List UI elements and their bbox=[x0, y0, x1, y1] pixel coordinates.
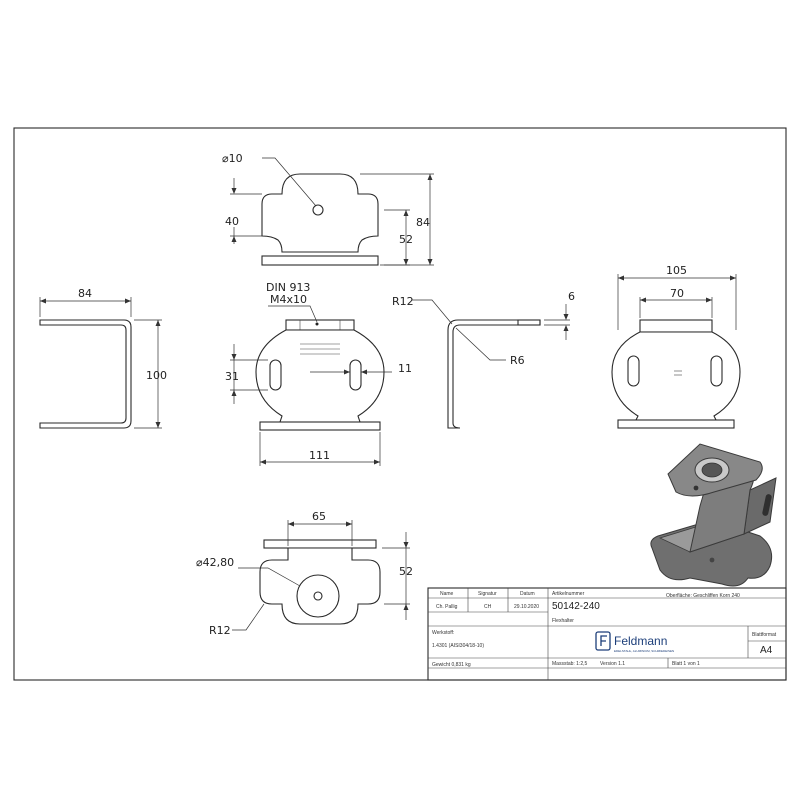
header-signature: Signatur bbox=[478, 591, 497, 597]
set-screw-mark bbox=[315, 322, 319, 326]
tb-format: A4 bbox=[760, 645, 773, 656]
header-date: Datum bbox=[520, 591, 535, 597]
dim-52-top: 52 bbox=[399, 233, 413, 246]
dim52-arrows bbox=[403, 210, 409, 265]
right-base bbox=[617, 419, 735, 429]
tb-weight: Gewicht 0,831 kg bbox=[432, 662, 471, 668]
dim-r12-bottom: R12 bbox=[209, 624, 231, 637]
dim-52-bottom: 52 bbox=[399, 565, 413, 578]
bottom-outline bbox=[259, 547, 381, 625]
r12-bottom-leader bbox=[232, 603, 265, 631]
dim-dia10: ⌀10 bbox=[222, 152, 243, 165]
right-slot-right bbox=[710, 355, 723, 387]
dim84-lines bbox=[360, 173, 434, 266]
dim6-lines bbox=[544, 304, 570, 340]
bottom-top-base bbox=[263, 539, 377, 549]
tb-surface: Oberfläche: Geschliffen Korn 240 bbox=[666, 593, 740, 599]
dim-105: 105 bbox=[666, 264, 687, 277]
iso-base-hole bbox=[709, 557, 715, 563]
title-block-frame bbox=[427, 587, 787, 681]
tb-format-label: Blattformat bbox=[752, 632, 777, 638]
r6-leader bbox=[455, 327, 506, 361]
tb-material: 1.4301 (AISI304/18-10) bbox=[432, 643, 484, 649]
dim40-lines bbox=[230, 178, 262, 244]
dim-84-top: 84 bbox=[416, 216, 430, 229]
dim70-lines bbox=[639, 297, 713, 318]
dim-40: 40 bbox=[225, 215, 239, 228]
dim84-left-lines bbox=[39, 297, 132, 317]
dim6-arrows bbox=[563, 314, 569, 331]
dim-65: 65 bbox=[312, 510, 326, 523]
dim-100: 100 bbox=[146, 369, 167, 382]
bottom-hole bbox=[313, 591, 323, 601]
right-slot-left bbox=[627, 355, 640, 387]
feldmann-logo: Feldmann EDELSTAHL, ALUMINIUM, SCHMIEDEI… bbox=[595, 631, 674, 653]
front-slot-left bbox=[269, 359, 282, 391]
dim100-lines bbox=[134, 319, 162, 429]
top-view-outline bbox=[261, 173, 379, 253]
front-base bbox=[259, 421, 381, 431]
right-body bbox=[611, 331, 741, 421]
isometric-view bbox=[650, 443, 777, 587]
dia-leader bbox=[262, 157, 317, 207]
top-view-hole bbox=[312, 204, 324, 216]
iso-screw bbox=[693, 485, 699, 491]
right-view: 105 70 bbox=[611, 264, 741, 429]
tb-sheet: Blatt 1 von 1 bbox=[672, 661, 700, 667]
tb-scale: Massstab: 1:2,5 bbox=[552, 661, 588, 667]
dia42-leader bbox=[238, 567, 301, 587]
side-profile bbox=[447, 319, 541, 429]
din-label-2: M4x10 bbox=[270, 293, 307, 306]
logo-subtext: EDELSTAHL, ALUMINIUM, SCHMIEDEISEN bbox=[614, 649, 674, 653]
side-view: R12 R6 6 bbox=[392, 290, 575, 429]
dim11-arrows bbox=[344, 369, 367, 375]
dim-dia4280: ⌀42,80 bbox=[196, 556, 234, 569]
dim-111: 111 bbox=[309, 449, 330, 462]
dim-31: 31 bbox=[225, 370, 239, 383]
dim-70: 70 bbox=[670, 287, 684, 300]
header-name: Name bbox=[440, 591, 454, 597]
dim105-lines bbox=[617, 274, 737, 330]
dim111-lines bbox=[259, 432, 381, 466]
din-label-1: DIN 913 bbox=[266, 281, 310, 294]
front-top-tab bbox=[285, 319, 355, 331]
right-top-tab bbox=[639, 319, 713, 333]
dim-r12-side: R12 bbox=[392, 295, 414, 308]
iso-hole bbox=[701, 462, 723, 478]
title-block: Name Signatur Datum Ch. Pallig CH 29.10.… bbox=[427, 587, 787, 681]
logo-text: Feldmann bbox=[614, 634, 667, 648]
dim-6: 6 bbox=[568, 290, 575, 303]
top-view: ⌀10 40 52 84 bbox=[222, 152, 434, 266]
side-tab bbox=[517, 319, 541, 326]
tb-article-number: 50142-240 bbox=[552, 601, 600, 612]
r12-leader bbox=[412, 299, 453, 325]
top-view-base bbox=[261, 255, 379, 266]
tb-article-label: Artikelnummer bbox=[552, 591, 585, 597]
tb-version: Version 1.1 bbox=[600, 661, 625, 667]
front-slot-right bbox=[349, 359, 362, 391]
bottom-view: 65 ⌀42,80 52 R12 bbox=[196, 510, 413, 637]
din-leader bbox=[268, 305, 318, 323]
drawing-frame bbox=[13, 127, 787, 681]
front-view: DIN 913 M4x10 31 11 111 bbox=[225, 281, 412, 466]
u-profile bbox=[39, 319, 132, 429]
tb-signature: CH bbox=[484, 604, 492, 610]
dim-11: 11 bbox=[398, 362, 412, 375]
tb-name: Ch. Pallig bbox=[436, 604, 458, 610]
dim-84-left: 84 bbox=[78, 287, 92, 300]
tb-date: 29.10.2020 bbox=[514, 604, 539, 610]
tb-description: Flexhalter bbox=[552, 618, 574, 624]
dim-r6: R6 bbox=[510, 354, 525, 367]
dim65-lines bbox=[287, 520, 353, 546]
bottom-ring bbox=[296, 574, 340, 618]
left-view: 84 100 bbox=[39, 287, 167, 429]
iso-slot bbox=[762, 494, 772, 516]
tb-material-label: Werkstoff: bbox=[432, 630, 454, 636]
